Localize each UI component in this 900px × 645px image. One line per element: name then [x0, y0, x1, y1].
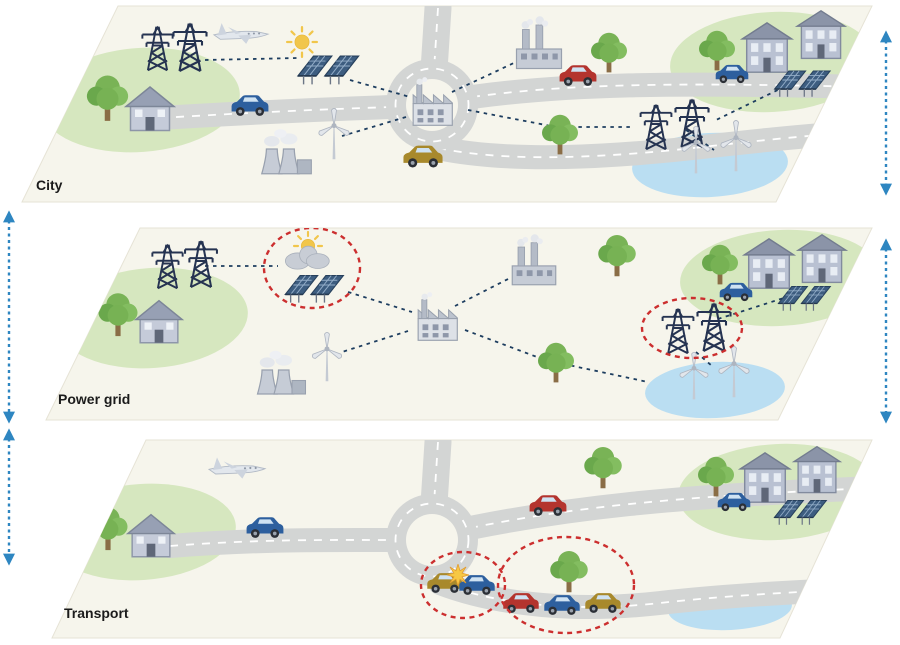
car-crash-highlight	[419, 550, 507, 620]
traffic-jam-highlight	[496, 535, 636, 635]
pylon-fault-highlight	[640, 296, 744, 360]
connector-line	[347, 291, 413, 313]
sun-icon	[285, 25, 319, 59]
panel-city: City	[21, 5, 873, 203]
connector-line	[695, 351, 713, 367]
transport-label: Transport	[64, 605, 129, 621]
power-grid-panel-surface	[45, 227, 873, 421]
connector-line	[451, 61, 517, 93]
panel-transport: Transport	[51, 439, 873, 639]
connector-line	[349, 79, 411, 98]
panel-power-grid: Power grid	[45, 227, 873, 421]
city-label: City	[36, 177, 63, 193]
interlayer-arrows	[3, 30, 892, 566]
power-grid-label: Power grid	[58, 391, 130, 407]
connector-line	[454, 276, 513, 307]
connector-line	[341, 116, 407, 137]
connector-line	[341, 330, 409, 353]
connector-line	[713, 82, 793, 122]
collision-burst-icon	[447, 564, 469, 586]
solar-fault-highlight	[262, 228, 362, 310]
connector-line	[685, 129, 715, 151]
